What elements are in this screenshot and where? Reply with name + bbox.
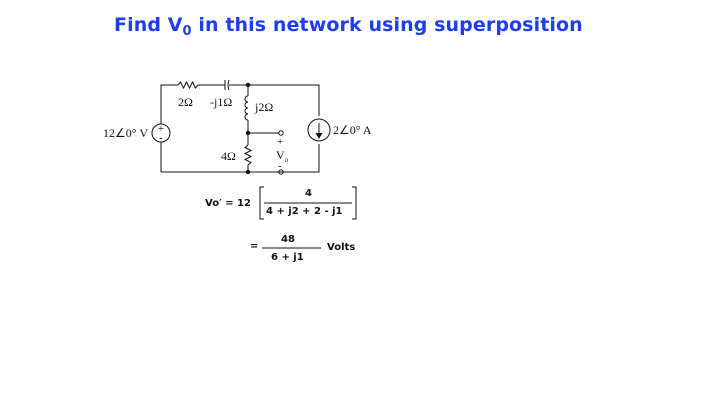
- left-bracket: [259, 186, 264, 220]
- current-arrow-head: [315, 133, 323, 139]
- bottom-wire: [161, 144, 320, 173]
- vo-minus-label: -: [278, 160, 282, 172]
- r1-label: 2Ω: [178, 95, 193, 109]
- vo-subscript: o: [284, 156, 289, 164]
- resistor-2ohm: [177, 80, 199, 90]
- inductor-j2ohm: [244, 95, 249, 121]
- numerator-2: 48: [281, 234, 295, 245]
- vsource-label: 12∠0° V: [103, 126, 149, 140]
- capacitor: [224, 79, 230, 91]
- page-title: Find V0 in this network using superposit…: [114, 14, 583, 39]
- capacitor-label: -j1Ω: [210, 95, 233, 109]
- r2-label: 4Ω: [221, 149, 236, 163]
- vo-plus-label: +: [277, 136, 284, 148]
- current-source: [307, 118, 331, 142]
- vo-base: V: [276, 148, 285, 162]
- unit-label: Volts: [327, 242, 356, 253]
- inductor-label: j2Ω: [255, 100, 274, 114]
- equals-sign: =: [250, 241, 259, 252]
- right-bracket: [352, 186, 357, 220]
- node-top: [245, 82, 251, 88]
- equation-lhs: Vo′ = 12: [205, 198, 251, 209]
- wire-cap-to-node: [229, 84, 320, 116]
- title-suffix: in this network using superposition: [191, 14, 583, 36]
- title-prefix: Find V: [114, 14, 183, 36]
- vo-plus-terminal: [278, 130, 284, 136]
- isource-label: 2∠0° A: [333, 123, 372, 137]
- vsource-minus-sign: -: [159, 133, 162, 144]
- denominator-1: 4 + j2 + 2 - j1: [266, 206, 343, 217]
- vo-label: Vo: [276, 148, 289, 164]
- resistor-4ohm: [243, 144, 253, 166]
- title-subscript: 0: [182, 24, 192, 39]
- numerator-1: 4: [305, 188, 312, 199]
- node-middle: [245, 130, 251, 136]
- top-left-wire: [160, 84, 178, 113]
- denominator-2: 6 + j1: [271, 252, 304, 263]
- vsource-plus-sign: +: [158, 123, 164, 135]
- node-bottom: [245, 169, 251, 175]
